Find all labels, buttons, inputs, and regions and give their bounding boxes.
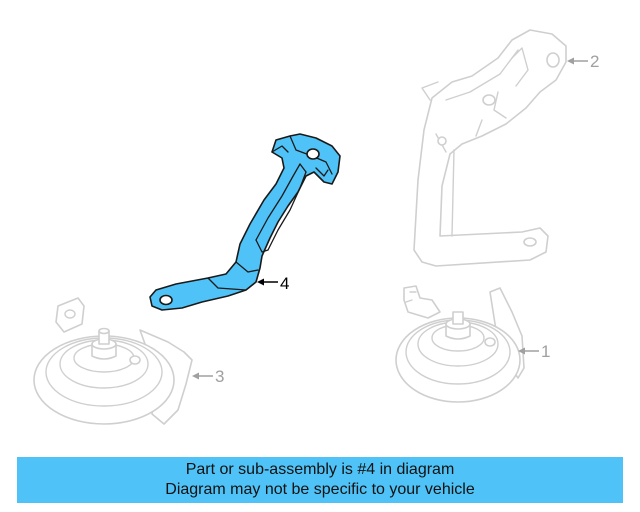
- part-4-bracket-body[interactable]: [149, 133, 341, 311]
- part-3-horn[interactable]: [33, 297, 193, 425]
- part-4-mount-hole-upper: [306, 148, 320, 160]
- part-4-mount-hole-lower: [159, 294, 173, 306]
- callout-2[interactable]: 2: [567, 52, 599, 71]
- callout-1-number: 1: [541, 342, 550, 361]
- part-2-bracket[interactable]: [413, 29, 567, 267]
- banner-line-disclaimer: Diagram may not be specific to your vehi…: [165, 481, 475, 498]
- part-1-horn[interactable]: [395, 285, 525, 403]
- callout-3[interactable]: 3: [192, 367, 224, 386]
- callout-4-number: 4: [280, 274, 289, 293]
- callout-3-number: 3: [215, 367, 224, 386]
- parts-diagram: 2 1 3 4: [33, 29, 599, 425]
- banner-line-part-number: Part or sub-assembly is #4 in diagram: [185, 461, 455, 478]
- info-banner: Part or sub-assembly is #4 in diagram Di…: [17, 457, 623, 503]
- callout-2-number: 2: [590, 52, 599, 71]
- callout-4[interactable]: 4: [257, 274, 289, 293]
- part-4-bracket[interactable]: [149, 133, 341, 311]
- callout-1[interactable]: 1: [518, 342, 550, 361]
